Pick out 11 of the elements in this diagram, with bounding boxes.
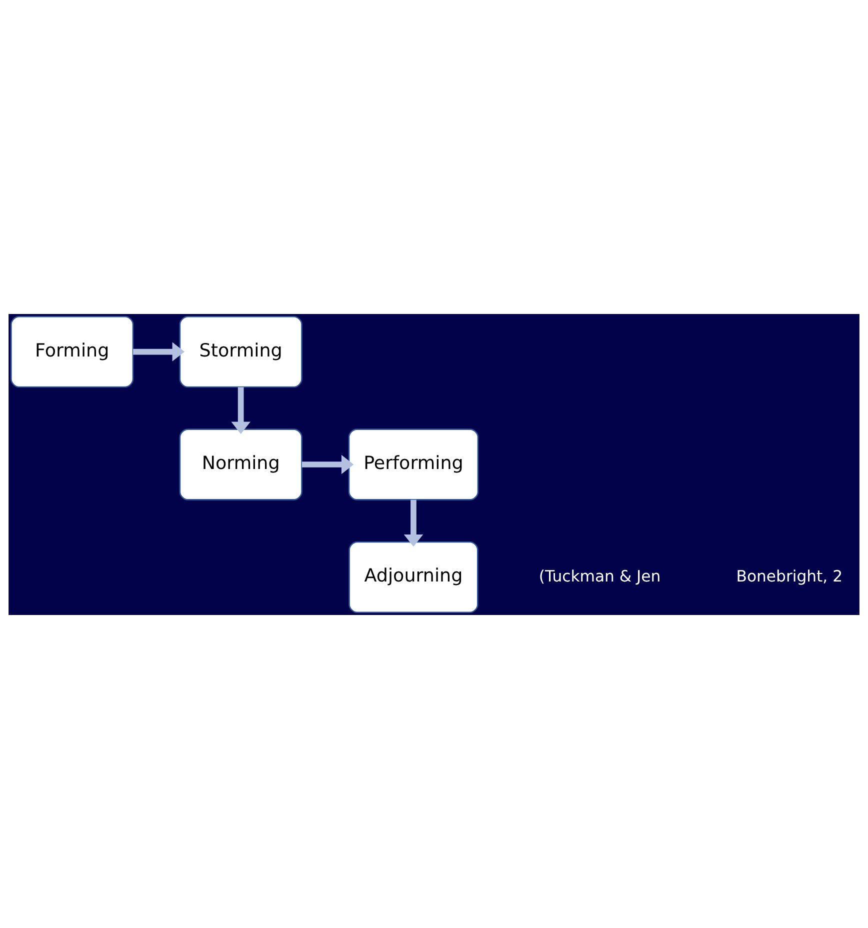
node-box: Adjourning (348, 540, 478, 613)
node-box: Storming (179, 315, 302, 388)
label: (Tuckman & Jen (538, 566, 661, 585)
arrow (231, 386, 250, 434)
node-box: Performing (348, 428, 479, 500)
node-box: Norming (179, 428, 302, 500)
arrow (404, 499, 424, 546)
arrow (133, 342, 185, 361)
node-box: Forming (10, 315, 134, 388)
arrow (302, 454, 354, 474)
label: Bonebright, 2 (736, 566, 843, 585)
